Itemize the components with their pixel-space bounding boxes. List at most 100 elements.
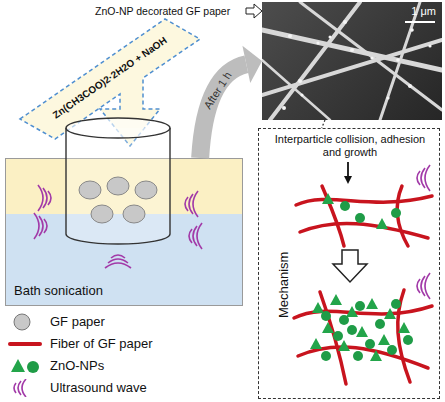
legend-zno-triangle	[11, 359, 25, 372]
sem-fiber	[262, 60, 330, 120]
gf-fiber	[300, 223, 428, 238]
zno-particle	[376, 218, 388, 229]
legend-swatch	[8, 335, 44, 353]
legend-row: GF paper	[8, 313, 208, 333]
beaker-rim	[66, 118, 170, 138]
gf-paper-disc	[91, 205, 113, 223]
hollow-arrow	[246, 4, 262, 18]
legend-fiber	[10, 342, 40, 346]
collision-arrow	[347, 162, 349, 178]
legend-text: Ultrasound wave	[50, 380, 208, 396]
legend-row: Ultrasound wave	[8, 379, 208, 399]
zno-particle	[330, 294, 342, 305]
mechanism-caption: Interparticle collision, adhesion and gr…	[267, 133, 433, 159]
edge-label: After 1 h	[194, 58, 243, 124]
scale-bar-label: 1 μm	[380, 5, 436, 18]
zno-particle	[347, 325, 357, 335]
ultrasound-wave	[417, 165, 430, 191]
gf-fiber	[398, 290, 410, 382]
zno-particle	[384, 308, 396, 319]
gf-fibers	[296, 186, 432, 246]
sem-particle	[350, 48, 354, 52]
gf-fiber	[320, 292, 346, 384]
legend-text: Fiber of GF paper	[50, 336, 208, 352]
sem-caption: ZnO-NP decorated GF paper	[95, 5, 245, 18]
legend-zno-dot	[27, 361, 39, 373]
bath-label: Bath sonication	[14, 283, 174, 299]
zno-particle	[375, 319, 385, 329]
beaker-body	[66, 128, 170, 244]
gf-paper-disc	[107, 177, 129, 195]
sem-particle	[410, 28, 414, 32]
sem-fiber	[262, 40, 442, 95]
gf-paper-disc	[123, 205, 145, 223]
zno-particle	[378, 334, 390, 345]
sem-particle	[282, 106, 286, 110]
zno-particle	[387, 345, 397, 355]
sem-image: 1 μm	[262, 2, 442, 120]
sem-fiber	[300, 2, 442, 110]
legend-swatch	[8, 379, 44, 397]
legend-ultrasound	[14, 379, 26, 397]
mechanism-box: Mechanism Interparticle collision, adhesi…	[258, 128, 440, 399]
sem-particle	[396, 58, 400, 62]
zno-particle	[339, 315, 349, 325]
sem-fibers	[262, 2, 442, 120]
legend-swatch	[8, 357, 44, 375]
zno-particle	[322, 322, 334, 333]
sem-fiber	[270, 2, 360, 120]
ultrasound-wave	[38, 185, 51, 211]
sem-particle	[288, 34, 292, 38]
zno-particle	[391, 299, 401, 309]
sem-particle	[343, 20, 347, 24]
zno-particle	[398, 322, 410, 333]
sem-particle	[370, 56, 373, 59]
zoom-line	[322, 120, 325, 128]
reagent-arrow: Zn(CH3COO)2·2H2O + NaOH	[15, 14, 205, 149]
ultrasound-wave	[34, 213, 47, 239]
zno-particle	[355, 301, 365, 311]
zno-particle	[340, 201, 350, 211]
gf-fibers	[294, 290, 432, 384]
gf-fiber	[296, 196, 432, 205]
zno-particle	[391, 208, 401, 218]
sem-fiber	[380, 2, 420, 120]
gf-paper-disc	[135, 181, 157, 199]
growth-arrow	[333, 250, 367, 282]
ultrasound-wave	[105, 255, 131, 268]
zno-particle	[338, 340, 350, 351]
gf-fiber	[298, 347, 428, 368]
sem-particle	[408, 84, 412, 88]
collision-arrow-head	[344, 176, 352, 184]
zno-particle	[346, 306, 358, 317]
zno-particle	[321, 351, 331, 361]
sem-particle	[301, 94, 304, 97]
legend-row: ZnO-NPs	[8, 357, 208, 377]
legend-text: GF paper	[50, 314, 208, 330]
zno-particle	[312, 302, 324, 313]
sem-particle	[329, 36, 332, 39]
legend-gf-paper	[14, 314, 30, 330]
sonication-bath: Bath sonication	[5, 158, 243, 306]
legend-row: Fiber of GF paper	[8, 335, 208, 355]
sem-particle	[316, 41, 319, 44]
zno-particle	[333, 331, 343, 341]
gf-fiber	[322, 186, 344, 246]
ultrasound-wave	[185, 191, 198, 217]
ultrasound-wave	[189, 223, 202, 249]
zno-particle	[403, 335, 413, 345]
legend-swatch	[8, 313, 44, 331]
zno-particle	[321, 311, 331, 321]
gf-fiber	[397, 186, 408, 246]
zno-particle	[370, 350, 382, 361]
sem-fiber	[262, 30, 442, 70]
reagent-arrow-shape	[20, 19, 200, 146]
sem-particle	[428, 44, 431, 47]
gf-paper-disc	[79, 181, 101, 199]
sem-particle	[386, 96, 389, 99]
zno-particle	[310, 338, 322, 349]
scale-bar	[405, 21, 435, 23]
mechanism-label: Mechanism	[276, 235, 292, 335]
gf-fiber	[294, 306, 432, 318]
